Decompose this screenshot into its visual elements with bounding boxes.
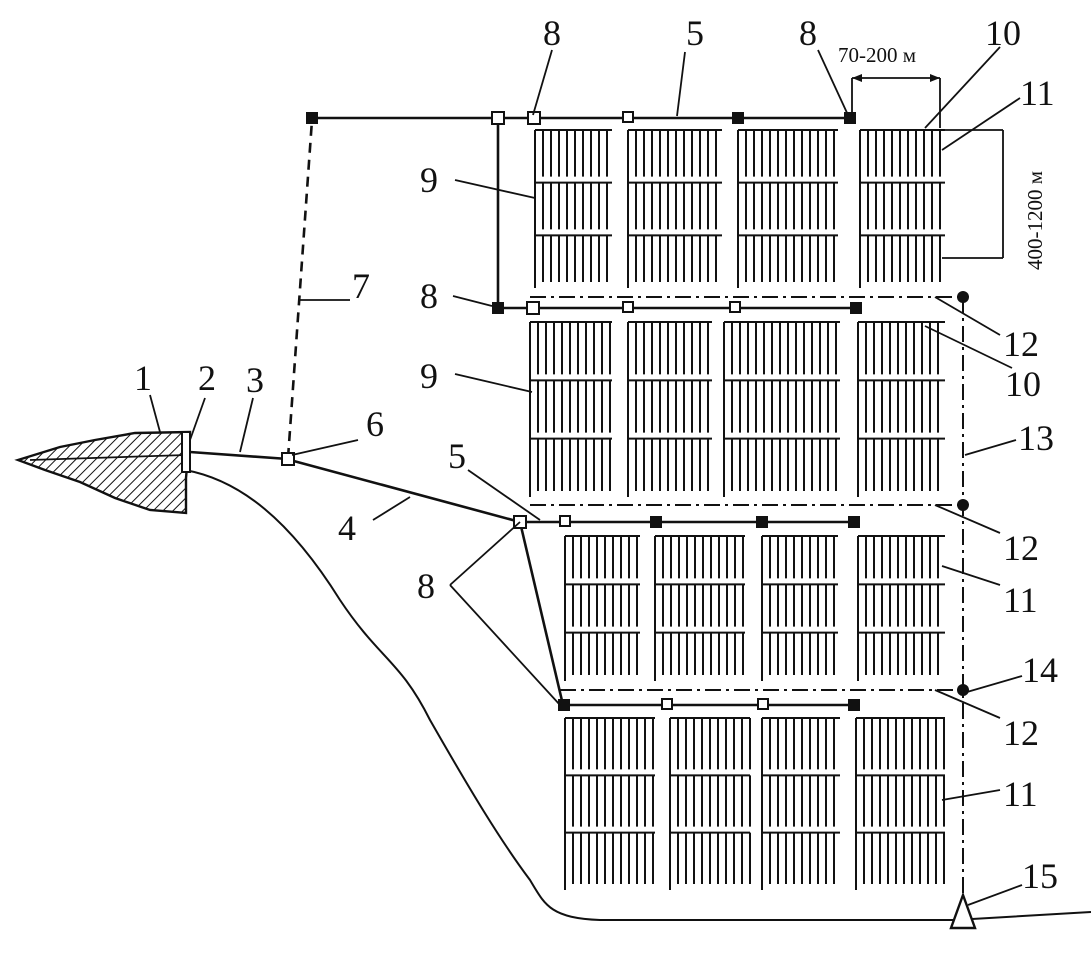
irrigation-fields [529, 129, 945, 890]
furrow-block-r1-c3 [737, 129, 838, 288]
hydraulic-structures [281, 111, 977, 930]
furrow-block-r1-c2 [627, 129, 722, 288]
furrow-block-r2-c2 [627, 321, 712, 497]
furrow-block-r4-c4 [855, 717, 945, 890]
furrow-block-r2-c1 [529, 321, 612, 497]
label-13: 13 [1018, 418, 1054, 458]
furrow-block-r4-c3 [761, 717, 840, 890]
label-8-middle: 8 [420, 276, 438, 316]
label-5-upper: 5 [686, 13, 704, 53]
length-dimension-label: 400-1200 м [1023, 171, 1047, 270]
label-6: 6 [366, 404, 384, 444]
label-5-lower: 5 [448, 436, 466, 476]
furrow-block-r3-c3 [761, 535, 838, 681]
main-canal [189, 450, 289, 461]
label-10-lower: 10 [1005, 364, 1041, 404]
label-3: 3 [246, 360, 264, 400]
label-12-lower: 12 [1003, 713, 1039, 753]
furrow-block-r3-c1 [564, 535, 640, 681]
label-12-middle: 12 [1003, 528, 1039, 568]
river-bank [184, 469, 1091, 921]
furrow-block-r4-c1 [564, 717, 655, 890]
furrow-block-r2-c4 [857, 321, 945, 497]
furrow-block-r3-c2 [654, 535, 745, 681]
label-12-upper: 12 [1003, 324, 1039, 364]
label-2: 2 [198, 358, 216, 398]
furrow-block-r1-c4 [859, 129, 945, 288]
label-9-upper: 9 [420, 160, 438, 200]
label-11-upper: 11 [1020, 73, 1055, 113]
label-10-upper: 10 [985, 13, 1021, 53]
furrow-block-r4-c2 [669, 717, 751, 890]
label-8-top-right: 8 [799, 13, 817, 53]
label-9-lower: 9 [420, 356, 438, 396]
label-7: 7 [352, 266, 370, 306]
label-8-top-left: 8 [543, 13, 561, 53]
width-dimension-label: 70-200 м [838, 43, 916, 67]
furrow-block-r3-c4 [857, 535, 945, 681]
length-dimension [942, 129, 1004, 259]
furrow-block-r1-c1 [534, 129, 612, 288]
label-8-lower: 8 [417, 566, 435, 606]
distribution-canal [289, 458, 521, 524]
dashed-canal [286, 119, 314, 459]
intake-structure [181, 431, 191, 473]
label-11-lower: 11 [1003, 774, 1038, 814]
furrow-block-r2-c3 [723, 321, 840, 497]
label-4: 4 [338, 508, 356, 548]
water-source [14, 430, 192, 515]
lower-left-diagonal [518, 521, 565, 706]
leader-lines [149, 46, 1023, 906]
label-1: 1 [134, 358, 152, 398]
water-source-axis [29, 454, 187, 461]
width-dimension [851, 74, 941, 128]
label-14: 14 [1022, 650, 1058, 690]
label-15: 15 [1022, 856, 1058, 896]
label-11-middle: 11 [1003, 580, 1038, 620]
